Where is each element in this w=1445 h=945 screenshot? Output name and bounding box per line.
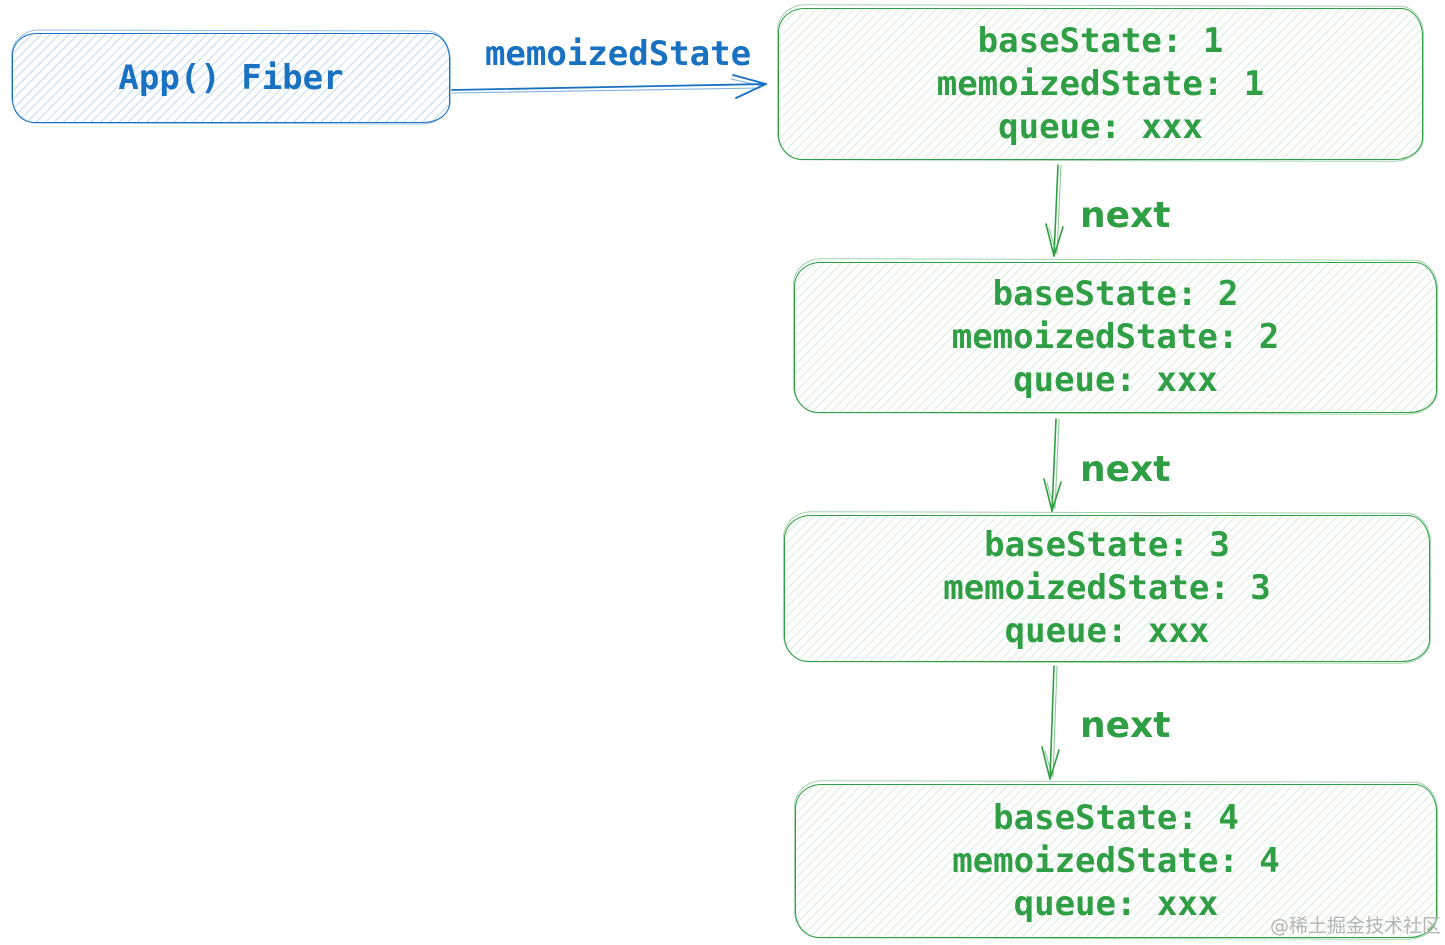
memoized-state-arrow: [451, 74, 767, 99]
hook3-memoized-state: memoizedState: 3: [943, 568, 1271, 608]
next-arrow-2: [1043, 418, 1062, 512]
hook-node-4: baseState: 4 memoizedState: 4 queue: xxx: [795, 784, 1437, 938]
next-edge-label-2: next: [1080, 449, 1171, 490]
hook1-base-state: baseState: 1: [977, 20, 1224, 61]
memoized-state-edge-label: memoizedState: [484, 34, 752, 74]
next-edge-label-1: next: [1080, 195, 1171, 236]
hook-node-2: baseState: 2 memoizedState: 2 queue: xxx: [794, 262, 1437, 413]
next-edge-label-3: next: [1080, 705, 1171, 746]
hook4-base-state: baseState: 4: [993, 797, 1239, 838]
hook1-queue: queue: xxx: [998, 106, 1203, 147]
next-arrow-3: [1041, 665, 1060, 780]
hook4-queue: queue: xxx: [1013, 883, 1219, 924]
watermark: @稀土掘金技术社区: [1269, 915, 1441, 937]
hook1-memoized-state: memoizedState: 1: [936, 63, 1265, 104]
hook3-queue: queue: xxx: [1004, 611, 1210, 651]
hook4-memoized-state: memoizedState: 4: [952, 840, 1280, 881]
next-arrow-1: [1045, 164, 1064, 257]
hook2-queue: queue: xxx: [1013, 360, 1218, 400]
hook2-memoized-state: memoizedState: 2: [951, 317, 1280, 357]
hook-node-1: baseState: 1 memoizedState: 1 queue: xxx: [778, 8, 1423, 160]
hook-node-3: baseState: 3 memoizedState: 3 queue: xxx: [784, 515, 1430, 662]
app-fiber-label: App() Fiber: [118, 57, 344, 98]
hook2-base-state: baseState: 2: [992, 274, 1239, 314]
app-fiber-node: App() Fiber: [12, 33, 450, 123]
hook3-base-state: baseState: 3: [984, 525, 1230, 565]
